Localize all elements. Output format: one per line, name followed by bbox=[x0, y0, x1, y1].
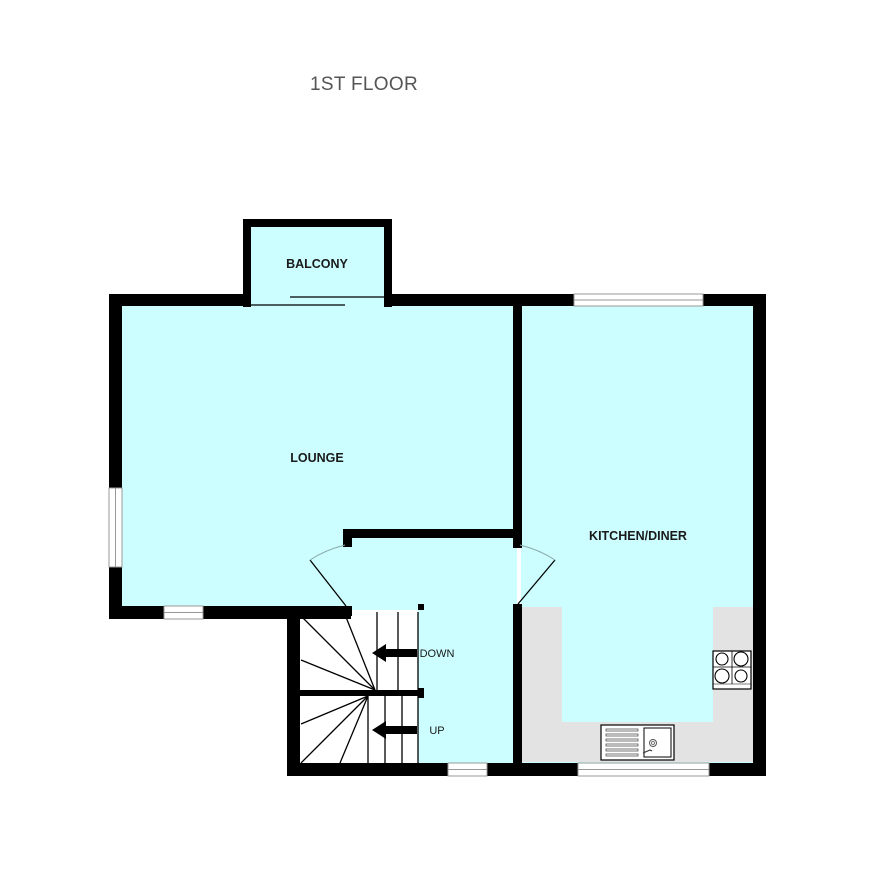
partition-hall-top bbox=[343, 529, 522, 538]
window-hall-bottom bbox=[447, 762, 488, 777]
window-lounge-left bbox=[108, 487, 123, 568]
lounge-wall-bottom-left bbox=[109, 606, 164, 619]
outer-wall-bottom-mid bbox=[487, 763, 578, 776]
arrow-down-icon bbox=[372, 644, 417, 662]
partition-hall-top-stub bbox=[343, 529, 352, 547]
partition-lounge-kitchen bbox=[513, 304, 522, 548]
stairs-landing-wall bbox=[299, 690, 419, 696]
sink-icon bbox=[600, 724, 675, 761]
arrow-up-icon bbox=[372, 721, 417, 739]
stairs-top-post bbox=[345, 606, 352, 616]
stairs-up-label: UP bbox=[429, 725, 445, 737]
outer-wall-right bbox=[753, 294, 766, 776]
stairs-down-label: DOWN bbox=[419, 648, 455, 660]
window-kitchen-bottom bbox=[577, 762, 710, 777]
balcony-wall-left bbox=[243, 219, 251, 307]
room-fills bbox=[121, 226, 753, 770]
door-lounge-hall bbox=[309, 544, 347, 607]
doors bbox=[309, 544, 556, 607]
room-label-kitchen: KITCHEN/DINER bbox=[589, 529, 687, 543]
balcony-sliding-door bbox=[251, 296, 384, 306]
stairs-wall-left bbox=[287, 606, 300, 776]
outer-wall-top-right bbox=[703, 294, 766, 306]
balcony-wall-right bbox=[384, 219, 392, 307]
hob-icon bbox=[712, 650, 752, 690]
outer-wall-top-mid bbox=[384, 294, 574, 306]
windows bbox=[108, 293, 710, 777]
floor-title: 1ST FLOOR bbox=[310, 74, 418, 95]
window-kitchen-top bbox=[573, 293, 704, 307]
walls bbox=[109, 219, 766, 776]
lounge-wall-bottom-right bbox=[203, 606, 351, 619]
door-kitchen-hall bbox=[517, 544, 556, 605]
balcony-wall-top bbox=[243, 219, 391, 227]
outer-wall-bottom-left bbox=[287, 763, 448, 776]
room-label-lounge: LOUNGE bbox=[290, 451, 344, 465]
window-lounge-bottom bbox=[163, 605, 204, 620]
stair-arrows bbox=[372, 644, 417, 739]
stairs-landing-stub bbox=[418, 688, 424, 698]
outer-wall-top-left bbox=[109, 294, 251, 306]
stairs-top-stub bbox=[418, 604, 424, 610]
partition-hall-kitchen bbox=[513, 604, 522, 772]
balcony-floor bbox=[250, 226, 384, 304]
room-label-balcony: BALCONY bbox=[286, 257, 348, 271]
outer-wall-left-upper bbox=[109, 294, 122, 488]
outer-wall-bottom-right bbox=[709, 763, 766, 776]
